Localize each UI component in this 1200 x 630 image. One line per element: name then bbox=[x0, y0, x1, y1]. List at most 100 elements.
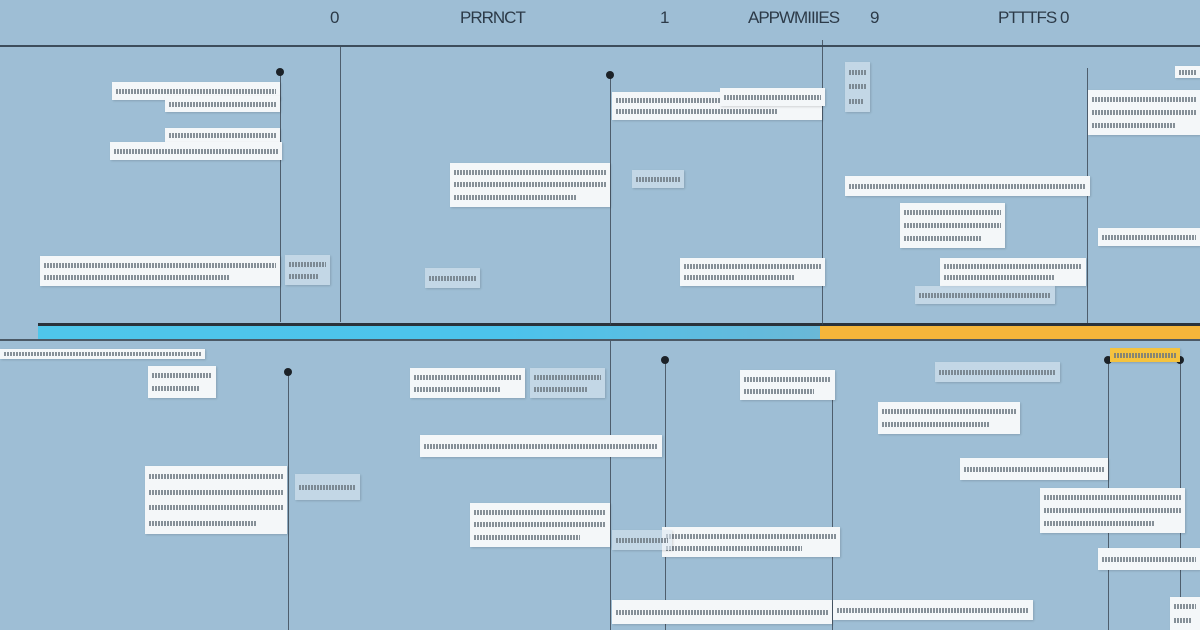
event-card bbox=[960, 458, 1108, 480]
card-text-line bbox=[1174, 604, 1196, 610]
card-text-line bbox=[116, 88, 276, 94]
card-text-line bbox=[849, 99, 863, 105]
event-card bbox=[295, 474, 360, 500]
event-card bbox=[470, 503, 610, 547]
card-text-line bbox=[904, 223, 1001, 228]
event-card bbox=[900, 203, 1005, 248]
connector-line bbox=[340, 47, 341, 322]
timeline-divider bbox=[0, 339, 1200, 341]
event-card bbox=[1170, 597, 1200, 630]
card-text-line bbox=[414, 386, 500, 392]
card-text-line bbox=[904, 210, 1001, 215]
card-text-line bbox=[299, 484, 356, 490]
event-card bbox=[0, 349, 205, 359]
card-text-line bbox=[534, 374, 601, 380]
header-label-5: PTTTFS 0 bbox=[998, 8, 1069, 27]
event-card bbox=[612, 600, 832, 624]
event-card bbox=[165, 128, 280, 143]
card-text-line bbox=[1092, 97, 1196, 102]
card-text-line bbox=[1044, 508, 1181, 513]
card-text-line bbox=[44, 262, 276, 268]
event-card bbox=[450, 163, 610, 207]
card-text-line bbox=[414, 374, 521, 380]
connector-line bbox=[280, 72, 281, 322]
card-text-line bbox=[684, 264, 821, 269]
card-text-line bbox=[1044, 521, 1154, 526]
card-text-line bbox=[1044, 495, 1181, 500]
header-label-1: PRRNCT bbox=[460, 8, 526, 27]
card-text-line bbox=[454, 195, 576, 201]
card-text-line bbox=[744, 388, 814, 394]
event-card bbox=[833, 600, 1033, 620]
card-text-line bbox=[44, 274, 230, 280]
event-card bbox=[1098, 228, 1200, 246]
card-text-line bbox=[4, 352, 201, 356]
card-text-line bbox=[919, 292, 1051, 298]
card-text-line bbox=[882, 422, 990, 427]
event-card bbox=[662, 527, 840, 557]
timeline-phase-orange bbox=[820, 326, 1200, 339]
event-card bbox=[720, 88, 825, 106]
milestone-dot bbox=[284, 368, 292, 376]
event-card bbox=[1098, 548, 1200, 570]
connector-line bbox=[610, 341, 611, 630]
event-card bbox=[530, 368, 605, 398]
event-card bbox=[110, 142, 282, 160]
header-label-3: APPWMIIIES bbox=[748, 8, 840, 27]
event-card bbox=[148, 366, 216, 398]
card-text-line bbox=[152, 373, 212, 378]
connector-line bbox=[832, 375, 833, 630]
event-card bbox=[410, 368, 525, 398]
milestone-dot bbox=[661, 356, 669, 364]
card-text-line bbox=[1114, 352, 1176, 358]
card-text-line bbox=[616, 609, 828, 615]
card-text-line bbox=[939, 369, 1056, 375]
event-card bbox=[878, 402, 1020, 434]
card-text-line bbox=[837, 607, 1029, 613]
card-text-line bbox=[944, 264, 1082, 269]
event-card bbox=[112, 82, 280, 100]
header-label-4: 9 bbox=[870, 8, 880, 27]
card-text-line bbox=[534, 386, 588, 392]
card-text-line bbox=[616, 109, 778, 114]
card-text-line bbox=[636, 176, 680, 182]
card-text-line bbox=[1092, 123, 1176, 128]
header-label-2: 1 bbox=[660, 8, 670, 27]
event-card bbox=[680, 258, 825, 286]
timeline-phase-blue bbox=[38, 326, 820, 339]
card-text-line bbox=[1092, 110, 1196, 115]
card-text-line bbox=[149, 505, 283, 511]
card-text-line bbox=[1102, 234, 1196, 240]
card-text-line bbox=[904, 236, 982, 241]
connector-line bbox=[288, 372, 289, 630]
event-card bbox=[632, 170, 684, 188]
card-text-line bbox=[289, 261, 326, 267]
header-label-0: 0 bbox=[330, 8, 340, 27]
event-card bbox=[845, 176, 1090, 196]
connector-line bbox=[610, 75, 611, 325]
card-text-line bbox=[474, 535, 580, 541]
milestone-dot bbox=[276, 68, 284, 76]
event-card bbox=[165, 96, 280, 112]
event-card bbox=[1110, 348, 1180, 362]
card-text-line bbox=[1174, 617, 1192, 623]
event-card bbox=[940, 258, 1086, 286]
event-card bbox=[145, 466, 287, 534]
card-text-line bbox=[964, 466, 1104, 472]
milestone-dot bbox=[606, 71, 614, 79]
card-text-line bbox=[169, 101, 276, 107]
event-card bbox=[425, 268, 480, 288]
card-text-line bbox=[1102, 556, 1196, 562]
event-card bbox=[845, 62, 870, 112]
card-text-line bbox=[882, 409, 1016, 414]
milestone-dot bbox=[1176, 356, 1184, 364]
card-text-line bbox=[454, 169, 606, 175]
card-text-line bbox=[149, 489, 283, 495]
card-text-line bbox=[474, 522, 606, 528]
card-text-line bbox=[666, 533, 836, 539]
card-text-line bbox=[152, 386, 200, 391]
card-text-line bbox=[424, 443, 658, 449]
card-text-line bbox=[149, 520, 257, 526]
card-text-line bbox=[616, 537, 668, 543]
event-card bbox=[1088, 90, 1200, 135]
